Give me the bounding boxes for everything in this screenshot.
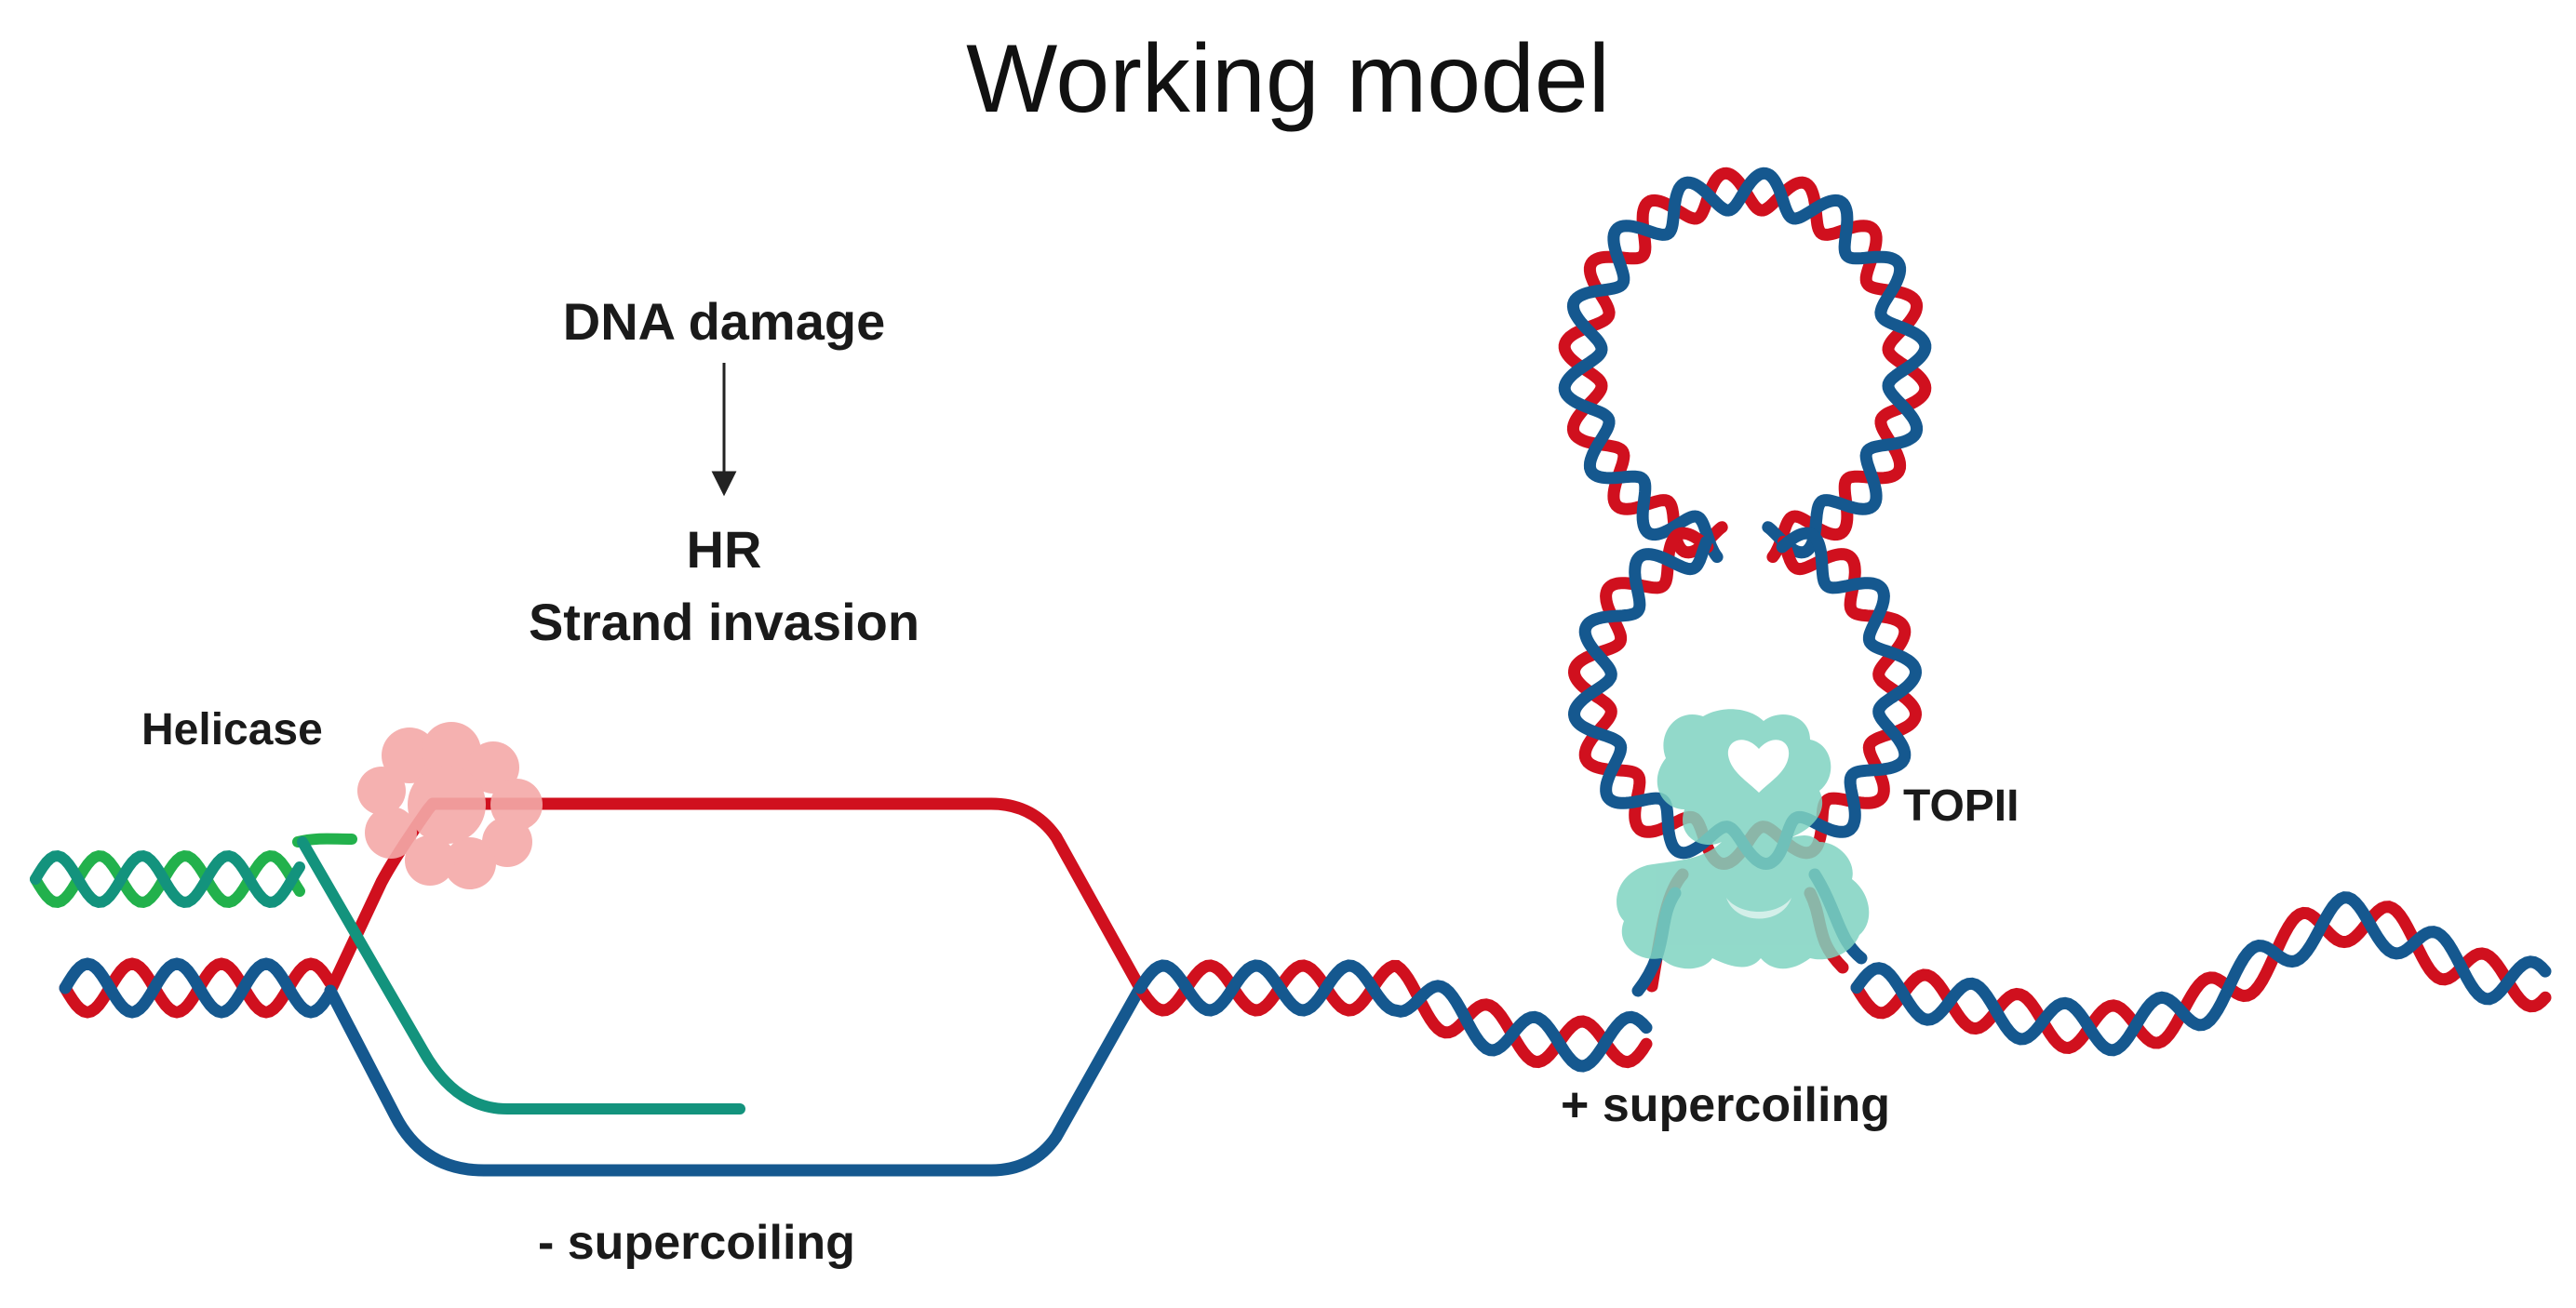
invading-teal-single-strand [297,836,745,1114]
right-dna-duplex [1134,959,1653,1073]
minus-supercoiling-label: - supercoiling [538,1216,855,1270]
helicase-label: Helicase [141,705,323,754]
topii-label: TOPII [1903,781,2019,831]
helicase-protein-icon [357,722,543,889]
topoisomerase-ii-protein-icon [1617,709,1870,969]
plus-supercoiling-label: + supercoiling [1561,1078,1890,1132]
invading-teal-strand [30,850,305,908]
bubble-blue-strand [324,981,1147,1177]
hr-label: HR [687,520,762,579]
topii-heart-cavity [1727,740,1790,793]
far-duplex-blue-strand [1850,891,2552,1057]
left-dna-duplex [59,957,336,1019]
far-right-dna-duplex [1850,891,2552,1057]
diagram-title: Working model [966,25,1610,133]
strand-invasion-label: Strand invasion [529,593,919,651]
dna-damage-label: DNA damage [563,292,885,351]
upper-loop-blue-strand [1558,167,1932,564]
left-duplex-blue-strand [59,957,336,1019]
far-duplex-red-strand [1850,901,2552,1054]
right-duplex-blue-strand [1134,959,1653,1073]
